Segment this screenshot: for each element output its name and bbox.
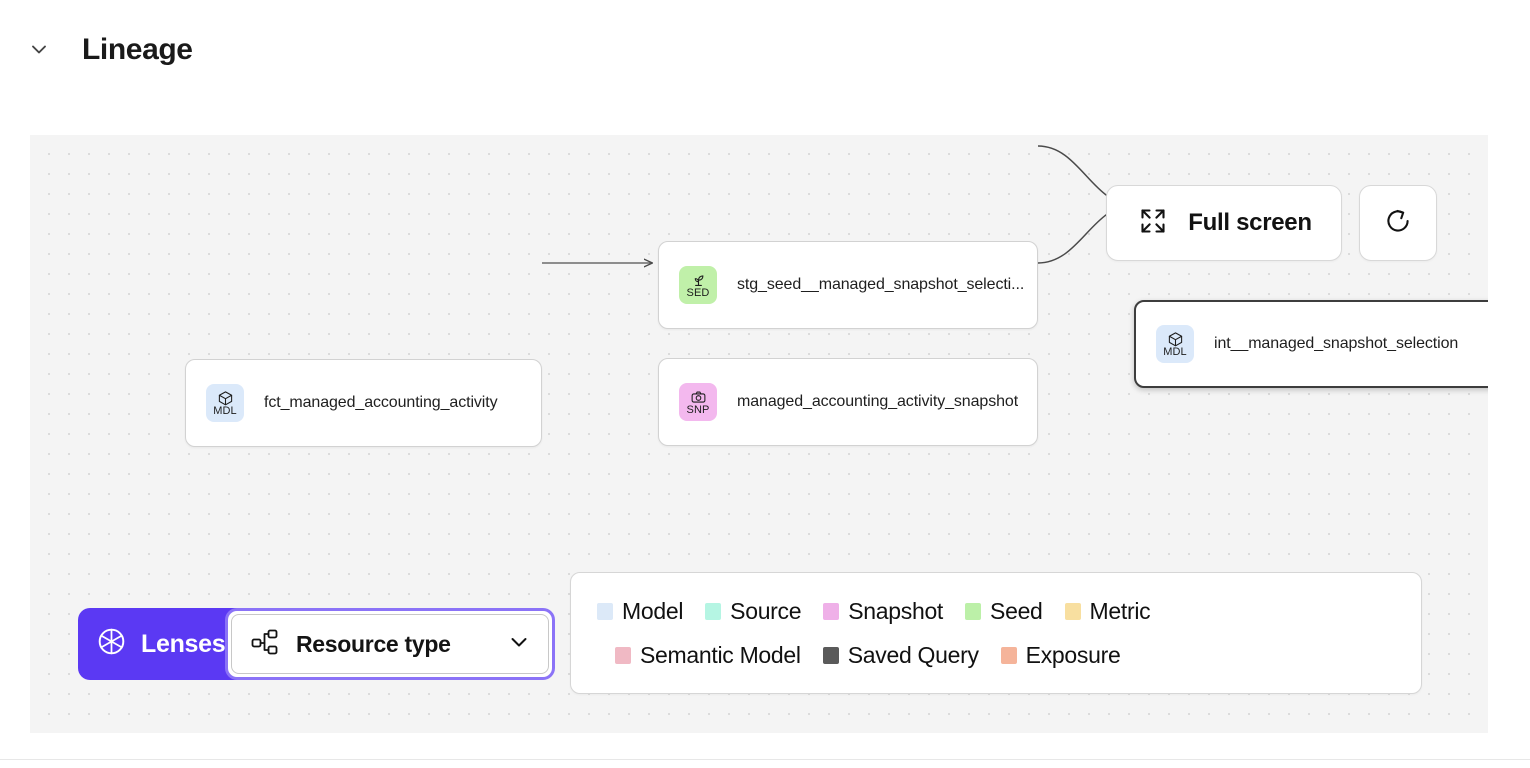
legend-item-seed: Seed xyxy=(965,598,1043,625)
node-label: int__managed_snapshot_selection xyxy=(1214,335,1459,352)
legend-swatch-exposure xyxy=(1000,646,1017,664)
footer-divider xyxy=(0,759,1530,760)
node-badge-mdl: MDL xyxy=(1156,325,1194,363)
legend-item-saved-query: Saved Query xyxy=(822,641,979,669)
legend-item-source: Source xyxy=(705,597,802,625)
lineage-canvas[interactable]: MDL fct_managed_accounting_activity SED … xyxy=(30,135,1488,733)
refresh-icon xyxy=(1381,204,1415,243)
legend-swatch-source xyxy=(705,602,722,620)
full-screen-label: Full screen xyxy=(1188,209,1312,236)
cube-icon xyxy=(1167,331,1184,347)
legend-label: Exposure xyxy=(1025,641,1121,668)
lineage-node-managed-accounting-activity-snapshot[interactable]: SNP managed_accounting_activity_snapshot xyxy=(658,358,1038,446)
full-screen-button[interactable]: Full screen xyxy=(1106,185,1342,261)
legend-label: Saved Query xyxy=(847,641,979,668)
collapse-section-toggle[interactable] xyxy=(26,36,52,62)
resource-type-focus-ring: Resource type xyxy=(225,608,555,680)
node-badge-code: SED xyxy=(686,286,710,299)
node-badge-code: MDL xyxy=(213,404,237,417)
node-badge-mdl: MDL xyxy=(206,384,244,422)
node-badge-snp: SNP xyxy=(679,383,717,421)
refresh-button[interactable] xyxy=(1359,185,1437,261)
legend-label: Seed xyxy=(990,597,1043,624)
node-badge-code: SNP xyxy=(686,403,710,416)
legend-row-1: Model Source Snapshot Seed Metric xyxy=(597,598,1395,625)
legend-swatch-metric xyxy=(1064,602,1081,620)
node-label: fct_managed_accounting_activity xyxy=(264,394,498,411)
chevron-down-icon xyxy=(28,38,50,60)
legend-item-metric: Metric xyxy=(1064,597,1151,625)
legend-item-exposure: Exposure xyxy=(1000,641,1121,669)
legend-label: Source xyxy=(730,597,802,624)
camera-icon xyxy=(690,389,707,405)
lineage-node-fct-managed-accounting-activity[interactable]: MDL fct_managed_accounting_activity xyxy=(185,359,542,447)
lineage-header: Lineage xyxy=(0,0,1530,100)
lineage-node-int-managed-snapshot-selection[interactable]: MDL int__managed_snapshot_selection xyxy=(1134,300,1488,388)
legend-item-semantic-model: Semantic Model xyxy=(615,642,801,669)
legend-row-2: Semantic Model Saved Query Exposure xyxy=(597,642,1395,669)
node-badge-code: MDL xyxy=(1163,345,1187,358)
hierarchy-icon xyxy=(250,627,280,662)
lineage-legend: Model Source Snapshot Seed Metric S xyxy=(570,572,1422,694)
resource-type-dropdown[interactable]: Resource type xyxy=(231,614,549,674)
legend-swatch-semantic-model xyxy=(615,646,631,664)
resource-type-label: Resource type xyxy=(296,630,451,657)
legend-swatch-seed xyxy=(965,602,982,620)
aperture-icon xyxy=(96,626,127,662)
node-label: managed_accounting_activity_snapshot xyxy=(737,393,1019,410)
node-label: stg_seed__managed_snapshot_selecti... xyxy=(737,276,1025,293)
cube-icon xyxy=(217,390,234,406)
legend-label: Snapshot xyxy=(848,597,944,624)
lineage-node-stg-seed-managed-snapshot-selection[interactable]: SED stg_seed__managed_snapshot_selecti..… xyxy=(658,241,1038,329)
legend-item-model: Model xyxy=(597,598,683,625)
legend-item-snapshot: Snapshot xyxy=(823,598,943,625)
chevron-down-icon xyxy=(506,629,532,660)
legend-label: Semantic Model xyxy=(640,641,801,668)
lenses-label: Lenses xyxy=(141,629,226,658)
legend-swatch-saved-query xyxy=(822,646,839,664)
sprout-icon xyxy=(690,272,707,288)
node-badge-sed: SED xyxy=(679,266,717,304)
legend-label: Model xyxy=(622,597,684,624)
expand-arrows-icon xyxy=(1136,204,1170,243)
page-title: Lineage xyxy=(82,33,193,66)
legend-swatch-snapshot xyxy=(823,602,840,620)
legend-swatch-model xyxy=(597,602,613,620)
legend-label: Metric xyxy=(1089,597,1151,624)
